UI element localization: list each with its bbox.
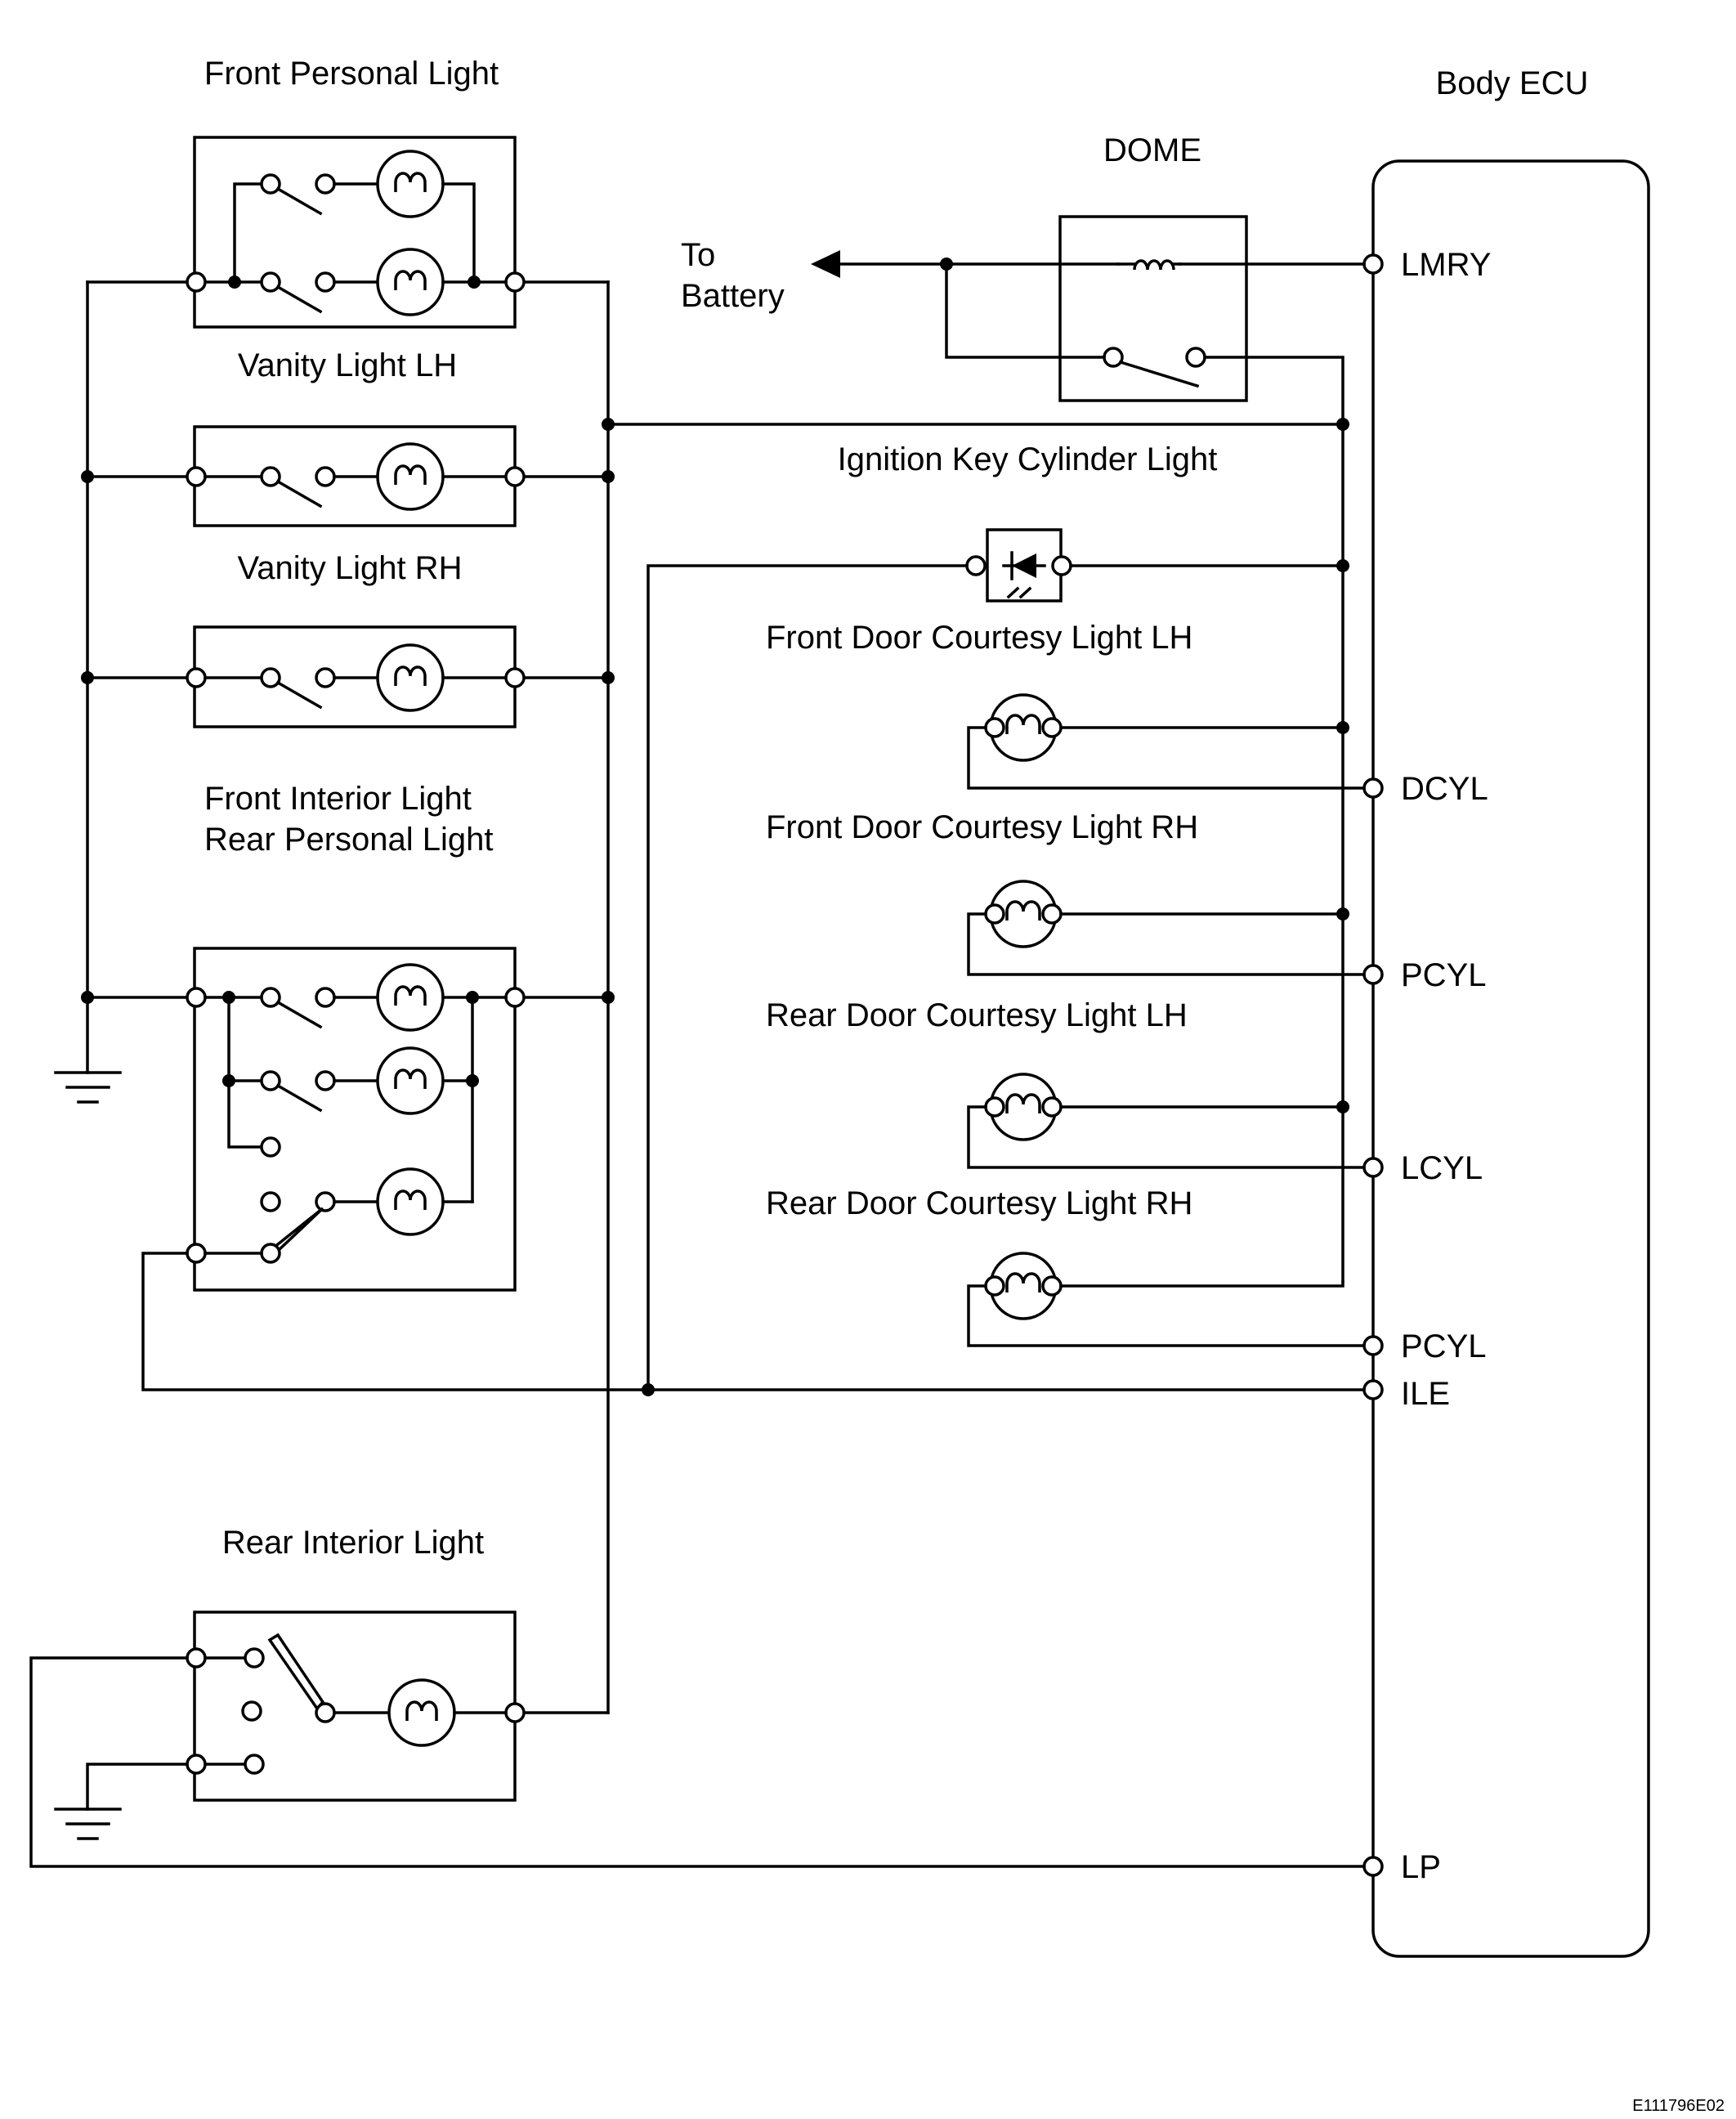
- ground-icon: [54, 1808, 122, 1840]
- bulb-icon: [376, 1046, 445, 1115]
- pin-lmry: LMRY: [1401, 247, 1491, 283]
- rear-door-courtesy-light-lh: Rear Door Courtesy Light LH: [766, 997, 1366, 1169]
- front-interior-light: Front Interior Light Rear Personal Light: [141, 781, 1366, 1396]
- pin-ile: ILE: [1401, 1376, 1450, 1412]
- rear-interior-switch-icon: [267, 1633, 325, 1711]
- terminal-dcyl: [1362, 777, 1384, 799]
- front-door-courtesy-rh-label: Front Door Courtesy Light RH: [766, 809, 1198, 845]
- pin-lp: LP: [1401, 1849, 1441, 1885]
- bulb-icon: [376, 442, 445, 511]
- terminal-lp: [1362, 1856, 1384, 1877]
- rear-interior-light: Rear Interior Light: [29, 1525, 1366, 1868]
- rear-door-courtesy-lh-label: Rear Door Courtesy Light LH: [766, 997, 1188, 1033]
- bulb-icon: [376, 1167, 445, 1236]
- bulb-icon: [376, 963, 445, 1032]
- rear-interior-light-label: Rear Interior Light: [222, 1525, 484, 1561]
- rear-door-courtesy-light-rh: Rear Door Courtesy Light RH: [766, 1185, 1366, 1347]
- pin-pcyl-front: PCYL: [1401, 957, 1487, 993]
- bulb-icon: [376, 643, 445, 712]
- to-label: To: [681, 237, 715, 273]
- terminal-pcyl-rear: [1362, 1335, 1384, 1356]
- vanity-light-rh: Vanity Light RH: [186, 550, 526, 728]
- bulb-icon: [387, 1678, 456, 1747]
- vanity-light-lh-label: Vanity Light LH: [238, 347, 457, 383]
- front-personal-light-label: Front Personal Light: [204, 56, 499, 92]
- battery-label: Battery: [681, 278, 785, 314]
- bulb-icon: [376, 248, 445, 316]
- rear-door-courtesy-rh-label: Rear Door Courtesy Light RH: [766, 1185, 1192, 1221]
- body-ecu: Body ECU LMRY DCYL PCYL LCYL PCYL ILE LP: [1362, 65, 1650, 1958]
- rear-personal-light-label: Rear Personal Light: [204, 822, 494, 858]
- to-battery: To Battery: [681, 237, 1366, 1283]
- bulb-icon: [376, 150, 445, 218]
- front-personal-light: Front Personal Light: [186, 56, 526, 329]
- vanity-light-rh-label: Vanity Light RH: [238, 550, 463, 586]
- relay-coil-icon: [1133, 259, 1175, 271]
- left-wiring: [54, 280, 1349, 1714]
- front-door-courtesy-light-lh: Front Door Courtesy Light LH: [766, 620, 1366, 790]
- figure-code: E111796E02: [1632, 2097, 1725, 2115]
- ignition-key-cylinder-light-label: Ignition Key Cylinder Light: [838, 441, 1218, 477]
- ignition-key-cylinder-light: Ignition Key Cylinder Light: [647, 441, 1349, 1391]
- terminal-ile: [1362, 1379, 1384, 1400]
- terminal-pcyl-front: [1362, 964, 1384, 985]
- terminal-lcyl: [1362, 1157, 1384, 1178]
- relay-switch-icon: [1118, 360, 1200, 388]
- front-interior-light-label: Front Interior Light: [204, 781, 472, 817]
- pin-pcyl-rear: PCYL: [1401, 1328, 1487, 1364]
- dome-relay: DOME: [1058, 132, 1248, 402]
- pin-lcyl: LCYL: [1401, 1150, 1483, 1186]
- pin-dcyl: DCYL: [1401, 771, 1488, 807]
- arrow-left-icon: [811, 250, 840, 278]
- front-door-courtesy-light-rh: Front Door Courtesy Light RH: [766, 809, 1366, 976]
- led-icon: [1012, 553, 1036, 578]
- dome-label: DOME: [1103, 132, 1201, 168]
- vanity-light-lh: Vanity Light LH: [186, 347, 526, 527]
- front-door-courtesy-lh-label: Front Door Courtesy Light LH: [766, 620, 1192, 656]
- body-ecu-label: Body ECU: [1436, 65, 1589, 101]
- terminal-lmry: [1362, 253, 1384, 275]
